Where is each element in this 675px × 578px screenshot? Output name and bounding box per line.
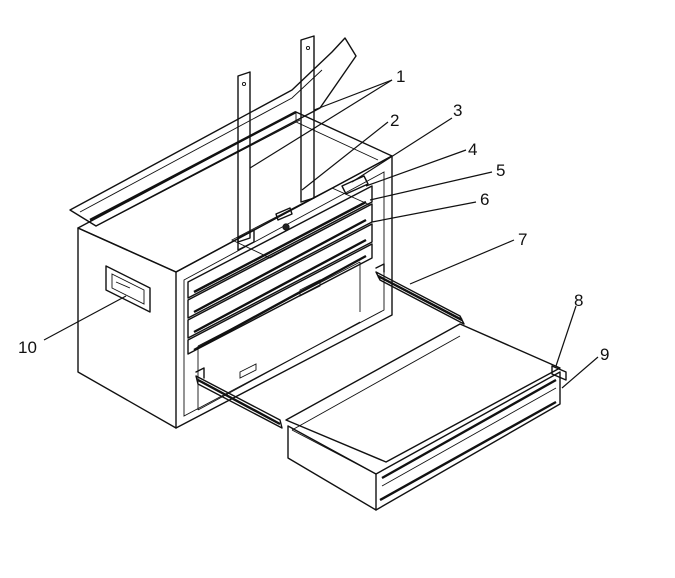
callout-labels: 1 2 3 4 5 6 7 8 9 10 [18, 67, 609, 364]
callout-6: 6 [480, 190, 489, 209]
callout-2: 2 [390, 111, 399, 130]
callout-7: 7 [518, 230, 527, 249]
callout-3: 3 [453, 101, 462, 120]
callout-9: 9 [600, 345, 609, 364]
leader-lines [43, 79, 599, 389]
drawer-3 [187, 223, 373, 339]
open-drawer [285, 323, 567, 511]
callout-5: 5 [496, 161, 505, 180]
callout-1: 1 [396, 67, 405, 86]
drawer-stack [187, 185, 373, 379]
drawer-slide-front [195, 367, 283, 429]
callout-4: 4 [468, 140, 477, 159]
callout-10: 10 [18, 338, 37, 357]
lid-support-stay-left [237, 71, 251, 243]
drawer-4 [187, 243, 373, 355]
callout-8: 8 [574, 291, 583, 310]
side-handle [105, 265, 151, 313]
drawer-1 [187, 185, 373, 299]
drawer-slide-rear [375, 263, 465, 325]
